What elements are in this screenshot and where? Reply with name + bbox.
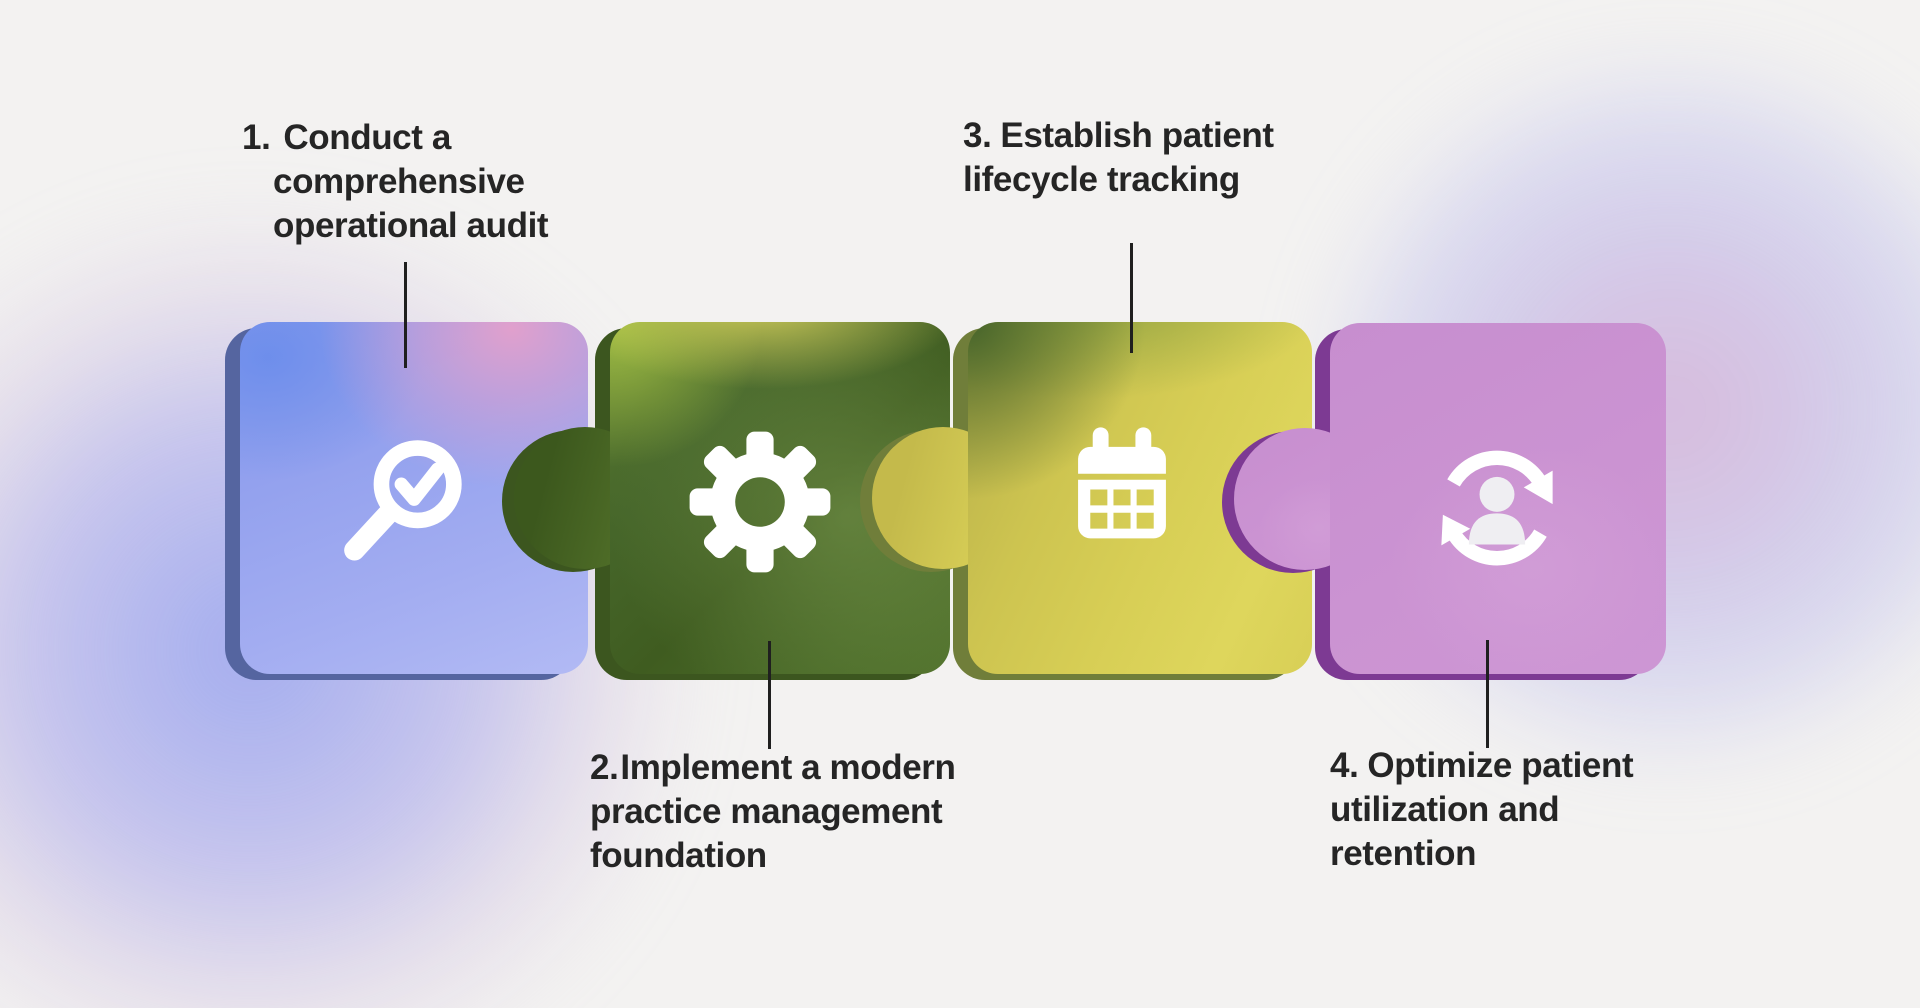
step-title-line: practice management <box>590 792 943 831</box>
step-title-line: 1.Conduct a <box>242 118 451 157</box>
connector-line-2 <box>768 641 771 749</box>
magnifier-check-icon <box>344 440 462 561</box>
step-4-label: 4.Optimize patient utilization and reten… <box>1330 744 1634 876</box>
connector-line-4 <box>1486 640 1489 748</box>
step-number: 3. <box>963 116 992 155</box>
puzzle-piece-2 <box>502 322 950 680</box>
step-number: 2. <box>590 748 619 787</box>
step-title-line: 2.Implement a modern <box>590 748 956 787</box>
calendar-icon <box>1078 427 1166 539</box>
step-title-line: comprehensive <box>273 162 525 201</box>
step-title-line: utilization and <box>1330 790 1560 829</box>
step-title-line: foundation <box>590 836 767 875</box>
gear-icon <box>689 431 831 573</box>
step-2-label: 2.Implement a modern practice management… <box>590 746 956 878</box>
step-1-label: 1.Conduct a comprehensive operational au… <box>242 116 549 248</box>
step-number: 1. <box>242 118 271 157</box>
puzzle-piece-4 <box>1222 323 1666 680</box>
step-title-line: 3.Establish patient <box>963 116 1274 155</box>
connector-line-1 <box>404 262 407 368</box>
step-title-line: lifecycle tracking <box>963 160 1240 199</box>
person-arrows-icon <box>1441 450 1553 566</box>
puzzle-piece-3 <box>860 322 1312 680</box>
connector-line-3 <box>1130 243 1133 353</box>
step-title-line: 4.Optimize patient <box>1330 746 1634 785</box>
step-number: 4. <box>1330 746 1359 785</box>
step-title-line: retention <box>1330 834 1477 873</box>
step-3-label: 3.Establish patient lifecycle tracking <box>963 114 1274 202</box>
step-title-line: operational audit <box>273 206 549 245</box>
